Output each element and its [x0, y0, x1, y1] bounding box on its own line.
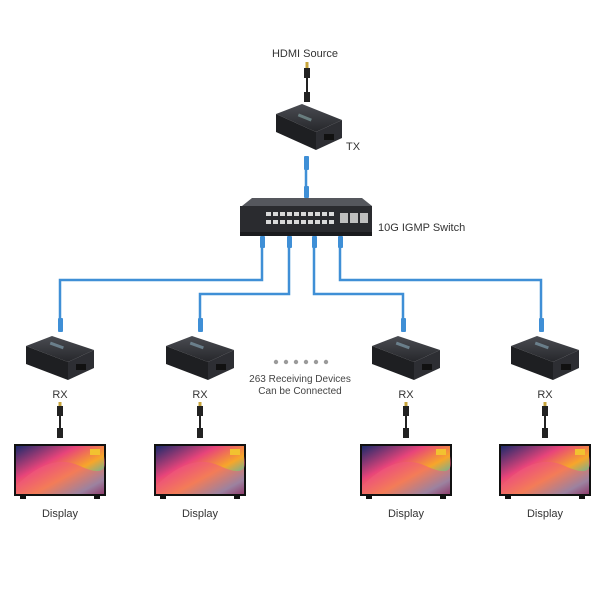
display-label-3: Display: [387, 508, 425, 520]
rx-device: [26, 336, 94, 380]
connector: [304, 186, 309, 198]
note-line-1: 263 Receiving Devices: [249, 374, 351, 385]
connector: [312, 236, 317, 248]
display-screen: [14, 444, 106, 499]
display-screen: [499, 444, 591, 499]
connector: [338, 236, 343, 248]
connector: [539, 318, 544, 332]
rx-label-4: RX: [537, 389, 553, 401]
receiver-unit-4: [499, 336, 591, 499]
display-screen: [360, 444, 452, 499]
connector: [260, 236, 265, 248]
hdmi-cable: [542, 402, 548, 438]
note-line-2: Can be Connected: [258, 386, 342, 397]
hdmi-cable-source: [304, 62, 310, 102]
cable-to-rx-4: [338, 238, 543, 322]
rx-label-2: RX: [192, 389, 208, 401]
hdmi-cable: [57, 402, 63, 438]
cable-to-rx-1: [58, 238, 264, 322]
rx-device: [166, 336, 234, 380]
rx-device: [511, 336, 579, 380]
connector: [58, 318, 63, 332]
tx-device: [276, 104, 342, 150]
connector: [287, 236, 292, 248]
display-label-4: Display: [526, 508, 564, 520]
rx-label-3: RX: [398, 389, 414, 401]
display-label-2: Display: [181, 508, 219, 520]
receiver-unit-1: [14, 336, 106, 499]
display-label-1: Display: [41, 508, 79, 520]
cable-connectors: [58, 156, 544, 332]
tx-label: TX: [346, 141, 361, 153]
hdmi-source-label: HDMI Source: [271, 48, 339, 60]
connector: [401, 318, 406, 332]
receiver-groups: [14, 336, 591, 499]
hdmi-cable: [197, 402, 203, 438]
display-screen: [154, 444, 246, 499]
connector: [304, 156, 309, 170]
more-devices-dots: [273, 359, 329, 365]
receiving-devices-note: 263 Receiving Devices Can be Connected: [230, 374, 370, 398]
cable-to-rx-3: [312, 238, 405, 322]
receiver-unit-3: [360, 336, 452, 499]
network-cables: [58, 158, 543, 322]
receiver-unit-2: [154, 336, 246, 499]
rx-label-1: RX: [52, 389, 68, 401]
hdmi-cable: [403, 402, 409, 438]
igmp-switch: [240, 198, 372, 236]
rx-device: [372, 336, 440, 380]
cable-to-rx-2: [198, 238, 291, 322]
connector: [198, 318, 203, 332]
switch-label: 10G IGMP Switch: [378, 222, 466, 234]
